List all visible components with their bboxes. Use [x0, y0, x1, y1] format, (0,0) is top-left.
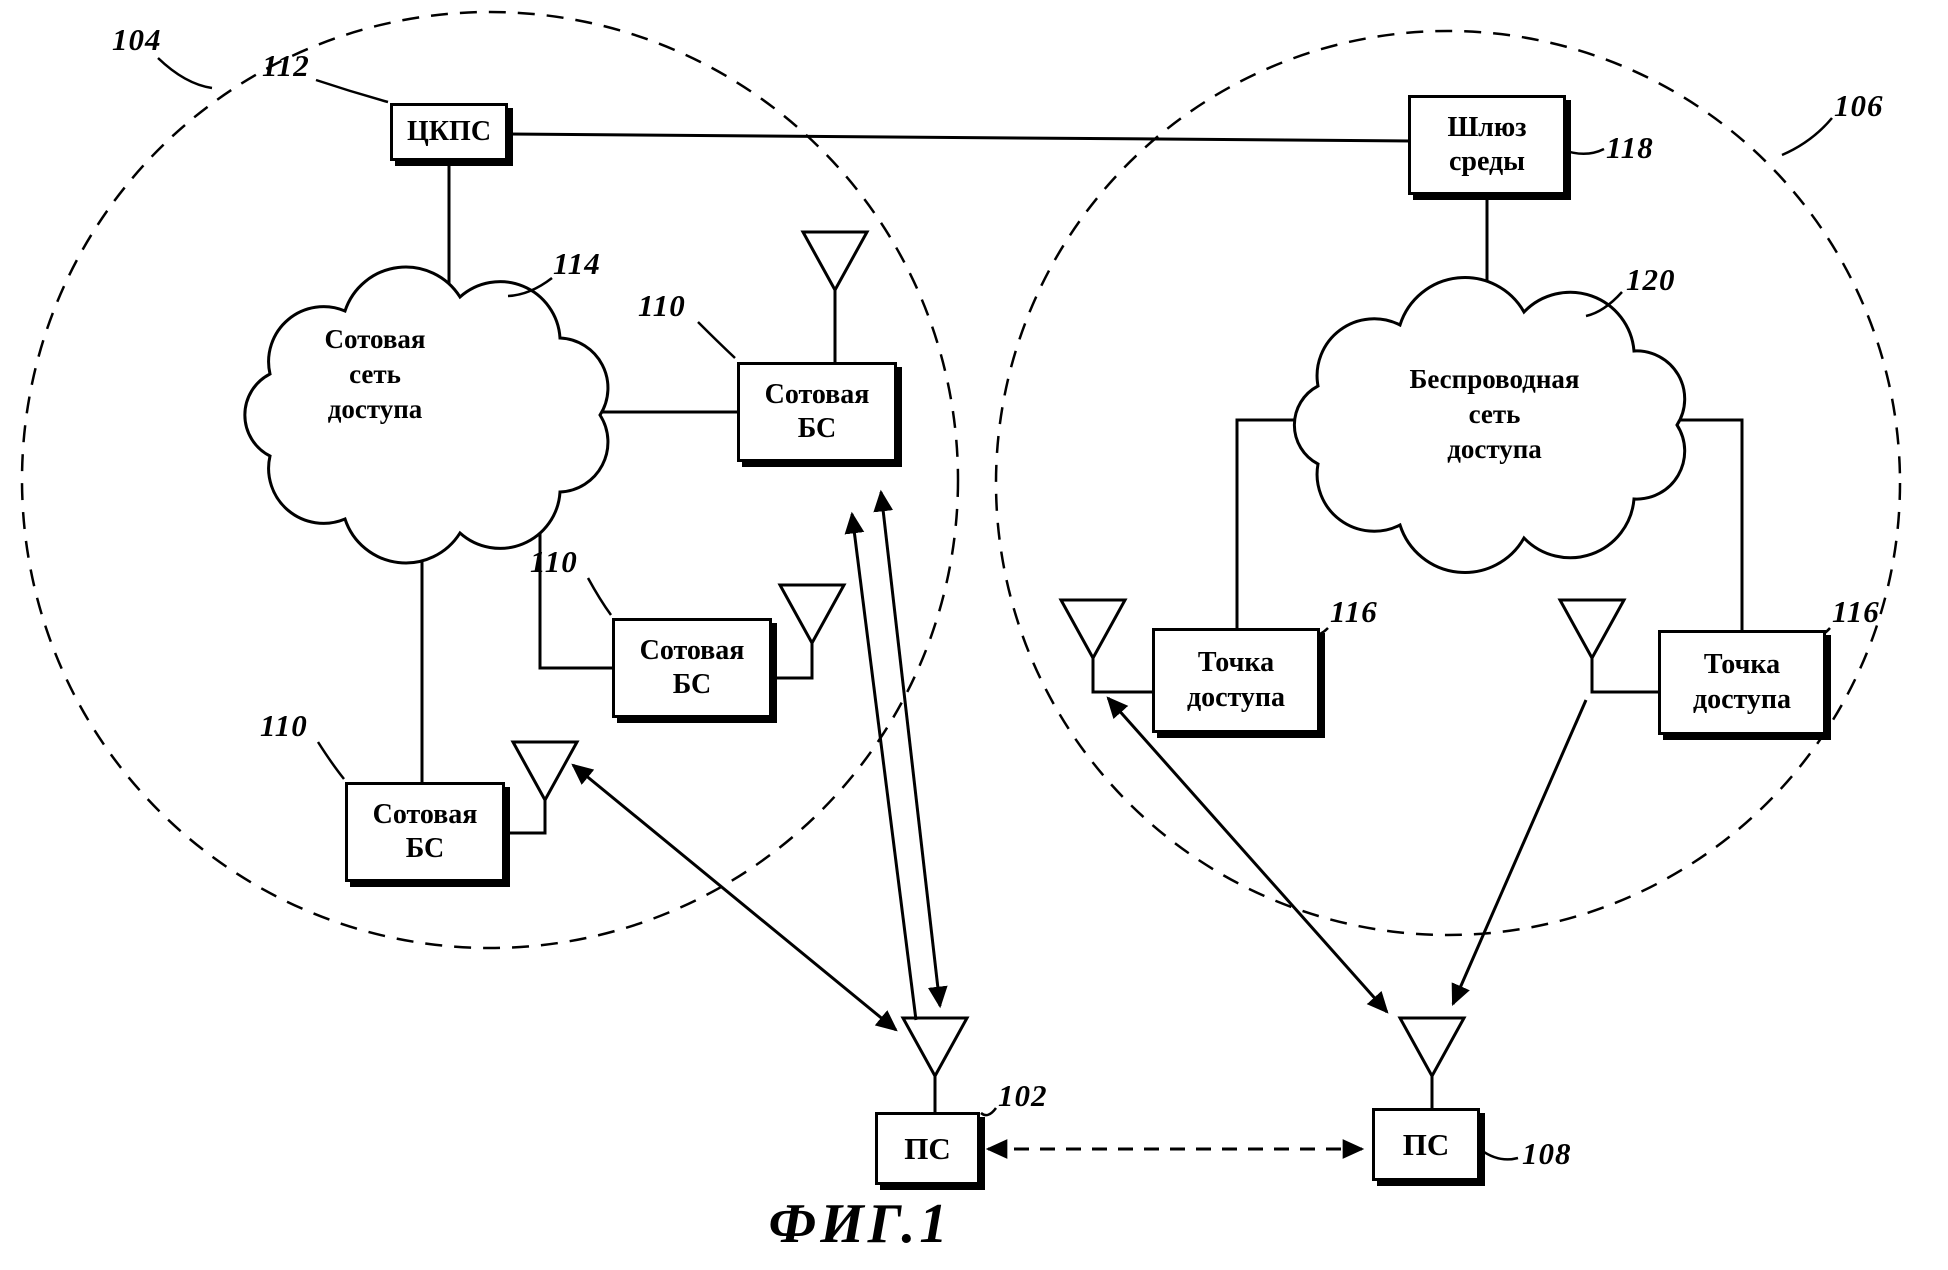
mcs-box: ЦКПС — [390, 103, 508, 161]
link-mcs-gateway — [503, 132, 1413, 143]
cellular-bs-box-middle: Сотовая БС — [612, 618, 772, 718]
cellular-bs-box-top: Сотовая БС — [737, 362, 897, 462]
ref-label-104: 104 — [112, 22, 162, 57]
ref-label-110-top: 110 — [638, 288, 686, 323]
antenna-icon — [1058, 598, 1158, 694]
radio-link-arrow-bs-top-ms — [873, 489, 948, 1009]
ref-label-110-bottom: 110 — [260, 708, 308, 743]
radio-link-arrow-ap-left-ms — [1106, 696, 1389, 1014]
wireless-region-boundary — [994, 29, 1902, 937]
link-cloud-ap-right — [1665, 418, 1744, 638]
ref-label-108: 108 — [1522, 1136, 1572, 1171]
cellular-bs-box-bottom: Сотовая БС — [345, 782, 505, 882]
ref-label-116-left: 116 — [1330, 594, 1378, 629]
link-cloud-bs-middle — [538, 515, 620, 670]
wireless-access-cloud-shape — [1292, 276, 1687, 574]
antenna-icon — [499, 740, 580, 835]
radio-link-arrow-bs-bottom-ms — [571, 763, 898, 1032]
ref-label-112: 112 — [262, 48, 310, 83]
cellular-access-cloud-shape — [243, 265, 610, 565]
mobile-station-box-left: ПС — [875, 1112, 980, 1185]
antenna-icon — [1557, 598, 1664, 694]
ref-label-106: 106 — [1834, 88, 1884, 123]
access-point-box-right: Точка доступа — [1658, 630, 1826, 735]
ref-label-110-middle: 110 — [530, 544, 578, 579]
antenna-icon — [768, 583, 847, 680]
antenna-icon — [900, 1016, 970, 1118]
access-point-box-left: Точка доступа — [1152, 628, 1320, 733]
ref-label-116-right: 116 — [1832, 594, 1880, 629]
cellular-cloud-label: Сотовая сеть доступа — [324, 324, 426, 425]
ref-label-118: 118 — [1606, 130, 1654, 165]
ref-label-102: 102 — [998, 1078, 1048, 1113]
wireless-cloud-label: Беспроводная сеть доступа — [1409, 364, 1580, 465]
media-gateway-box: Шлюз среды — [1408, 95, 1566, 195]
figure-caption: ФИГ.1 — [768, 1193, 952, 1255]
reference-leaders — [157, 57, 1833, 1161]
cellular-region-boundary — [20, 10, 960, 950]
antenna-icon — [1397, 1016, 1467, 1114]
ref-label-120: 120 — [1626, 262, 1676, 297]
radio-link-arrow-ap-right-ms — [1451, 699, 1588, 1007]
mobile-station-box-right: ПС — [1372, 1108, 1480, 1181]
radio-link-arrow-ms-bs — [844, 511, 918, 1021]
ref-label-114: 114 — [553, 246, 601, 281]
antenna-icon — [800, 230, 870, 368]
